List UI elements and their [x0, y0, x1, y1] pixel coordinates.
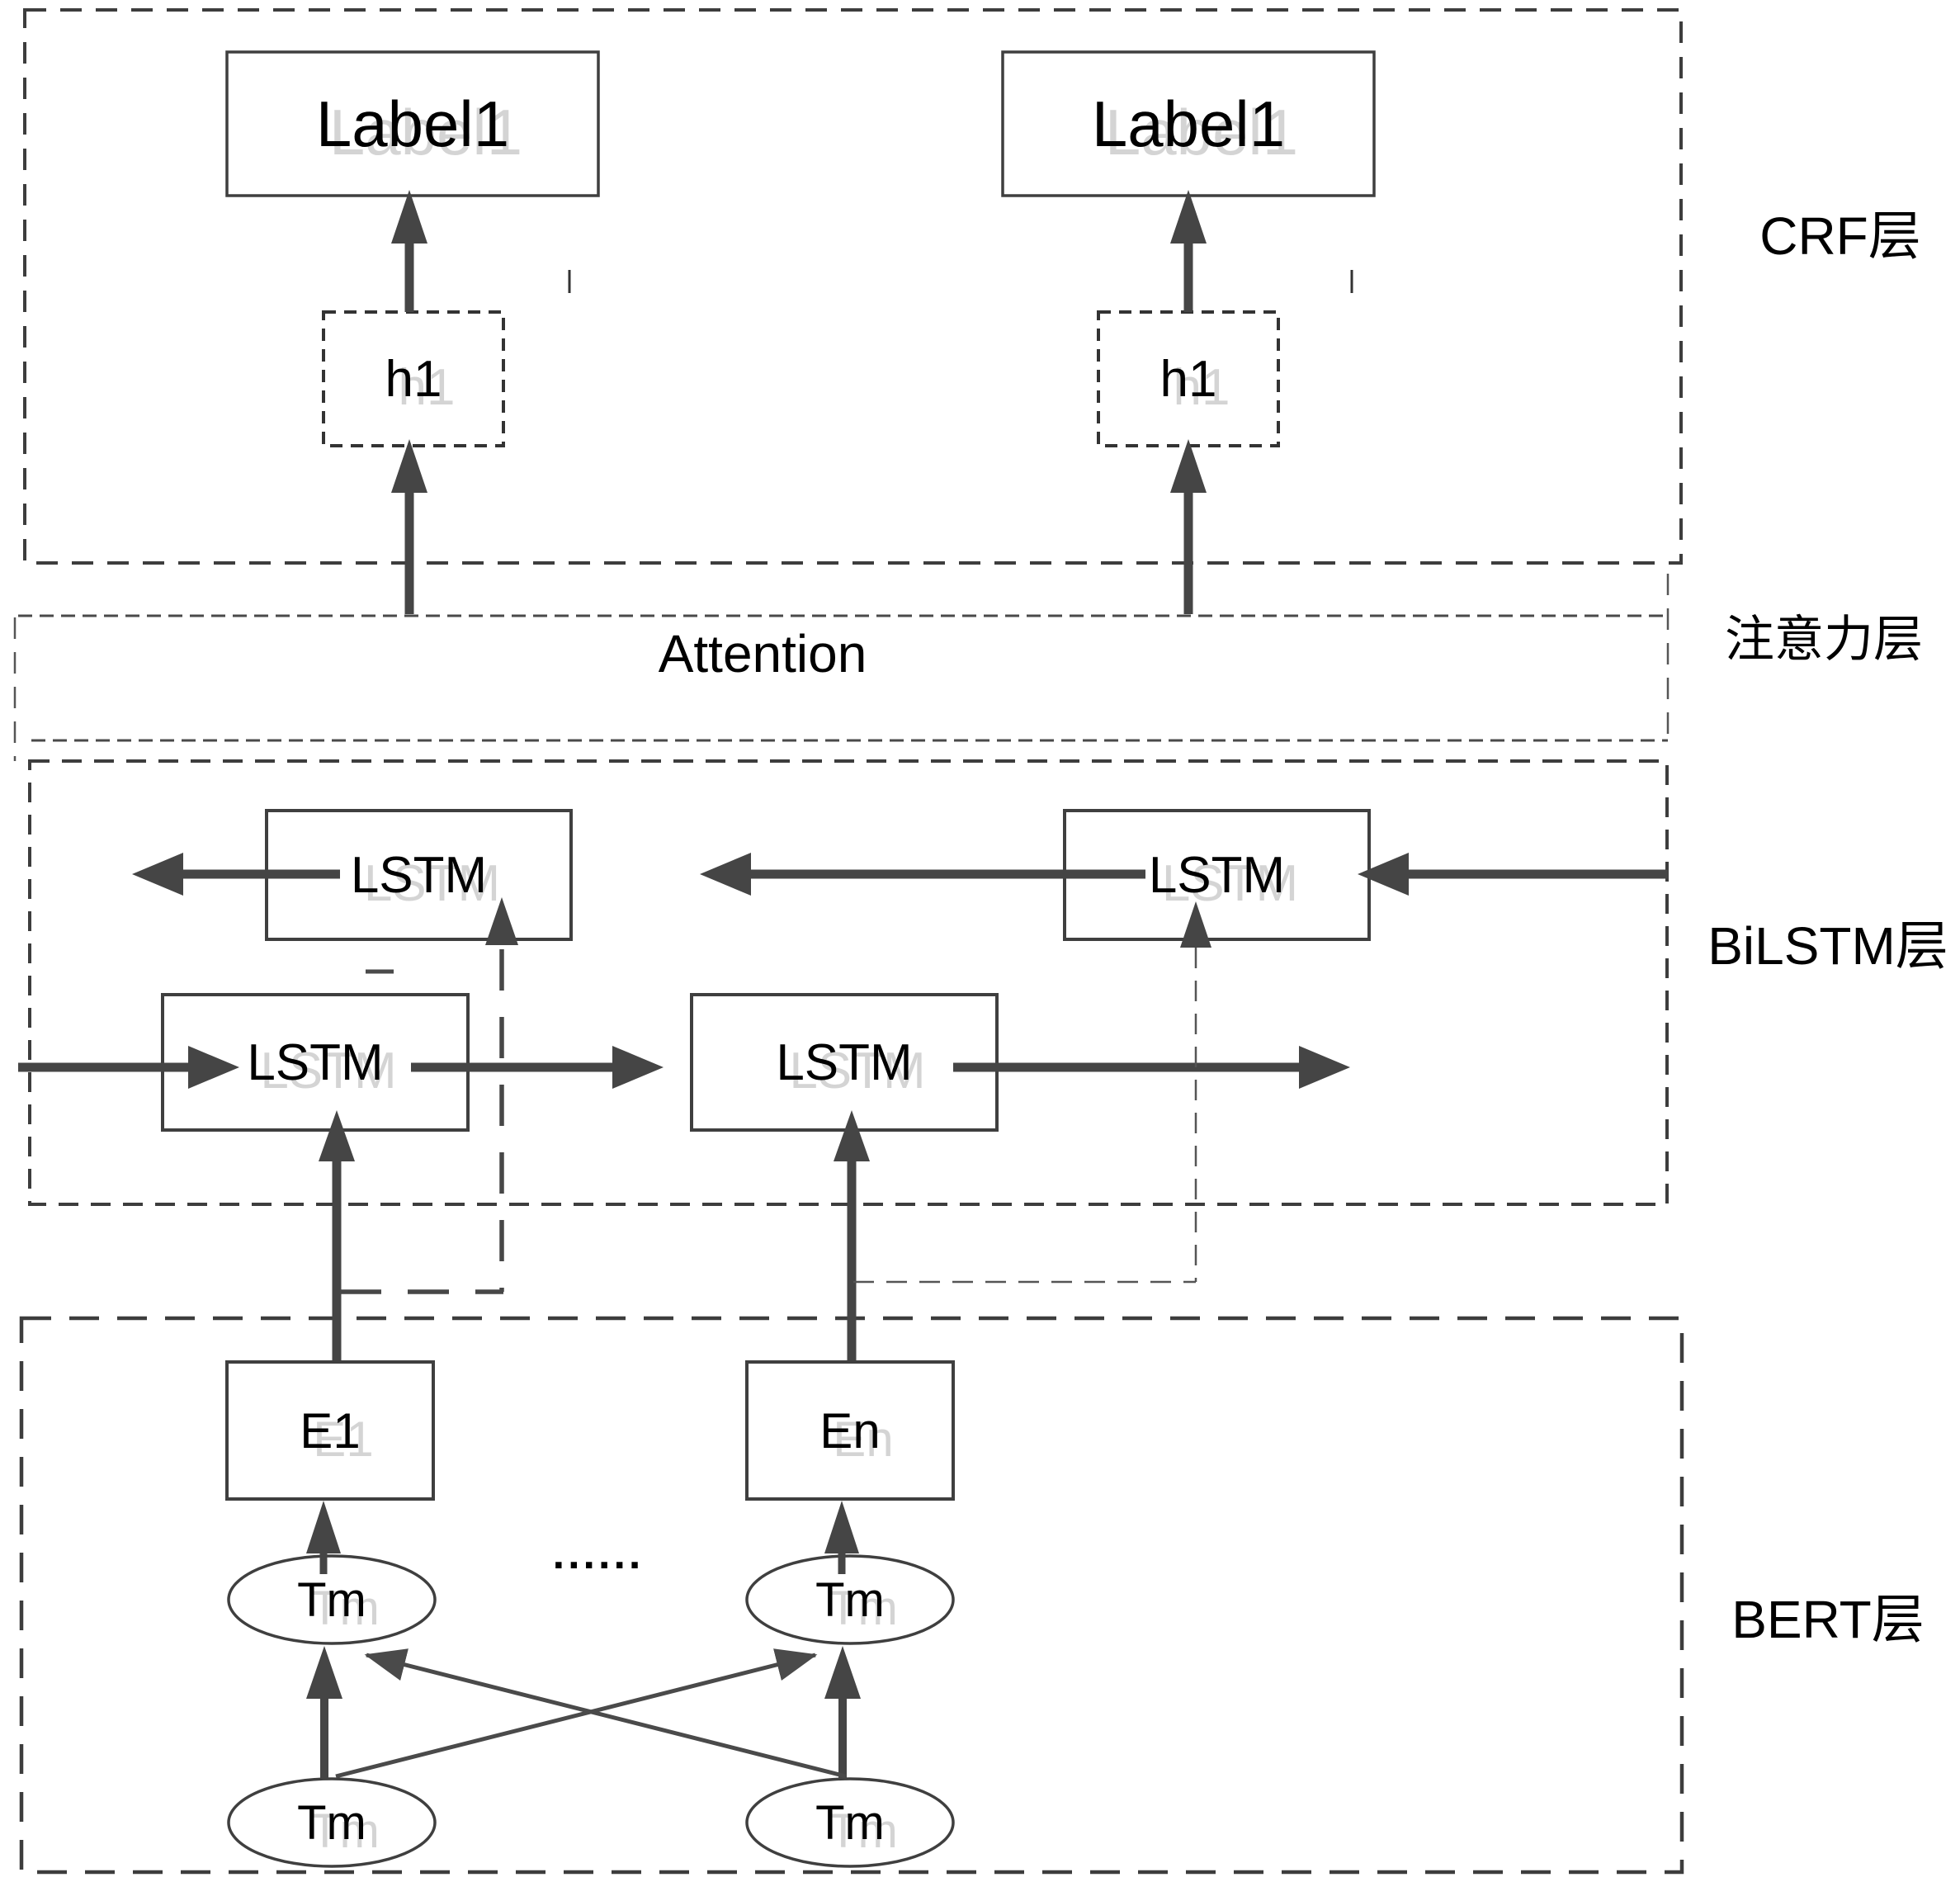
arrow-backward-right-to-left [700, 853, 1145, 896]
token-tm-upper-left-ellipse [227, 1554, 437, 1645]
arrow-backward-left-out [132, 853, 340, 896]
lstm-forward-right-box [690, 993, 999, 1132]
arrow-tm-to-en [824, 1501, 859, 1574]
embedding-e1-text: E1 [300, 1402, 361, 1459]
token-tm-lower-right-ellipse [745, 1777, 955, 1868]
arrowhead-dashed-into-backward-right [1180, 901, 1211, 948]
attention-layer-label: 注意力层 [1725, 611, 1923, 667]
h1-right-text: h1 [1159, 350, 1217, 408]
lstm-backward-right-text: LSTM [1148, 846, 1286, 904]
arrow-en-to-forward-lstm [834, 1110, 870, 1362]
embedding-e1-box [225, 1360, 435, 1501]
embedding-en-text: En [819, 1402, 881, 1459]
embedding-en-box [745, 1360, 955, 1501]
arrow-tm-lower-to-upper-left [306, 1646, 342, 1779]
token-tm-lower-left-text: Tm [297, 1795, 366, 1850]
arrowhead-dashed-into-backward-left [485, 897, 518, 945]
arrow-forward-left-to-right [411, 1046, 664, 1089]
token-tm-lower-left-ellipse [227, 1777, 437, 1868]
label1-left-box [225, 50, 600, 197]
token-tm-upper-left-text: Tm [297, 1572, 366, 1627]
label1-left-text: Label1 [315, 87, 510, 160]
lstm-forward-right-text: LSTM [776, 1033, 913, 1091]
lstm-forward-left-text: LSTM [247, 1033, 384, 1091]
token-tm-upper-right-text: Tm [815, 1572, 885, 1627]
attention-title: Attention [658, 624, 867, 683]
arrow-e1-to-forward-lstm [319, 1110, 355, 1362]
arrow-tm-lower-to-upper-right [824, 1646, 861, 1779]
arrow-forward-right-out [953, 1046, 1350, 1089]
arrow-attention-to-h1-left [391, 439, 427, 614]
crf-layer-box [23, 8, 1683, 565]
arrow-backward-in-from-right [1358, 853, 1669, 896]
h1-left-text: h1 [385, 350, 442, 408]
lstm-backward-left-text: LSTM [350, 846, 488, 904]
bilstm-layer-label: BiLSTM层 [1707, 916, 1948, 976]
arrow-tm-to-e1 [306, 1501, 341, 1574]
lstm-forward-left-box [161, 993, 470, 1132]
arrow-forward-in-from-left [18, 1046, 239, 1089]
token-tm-upper-right-ellipse [745, 1554, 955, 1645]
bert-layer-label: BERT层 [1731, 1590, 1925, 1649]
arrow-diagonal-lowerright-to-upperleft [364, 1648, 847, 1779]
token-tm-lower-right-text: Tm [815, 1795, 885, 1850]
arrow-h1-to-label1-right [1170, 190, 1207, 312]
crf-layer-label: CRF层 [1759, 206, 1921, 266]
ellipsis-text: ...... [552, 1530, 645, 1578]
arrow-h1-to-label1-left [391, 190, 427, 312]
arrow-attention-to-h1-right [1170, 439, 1207, 614]
arrow-diagonal-lowerleft-to-upperright [335, 1648, 818, 1779]
label1-right-text: Label1 [1091, 87, 1286, 160]
